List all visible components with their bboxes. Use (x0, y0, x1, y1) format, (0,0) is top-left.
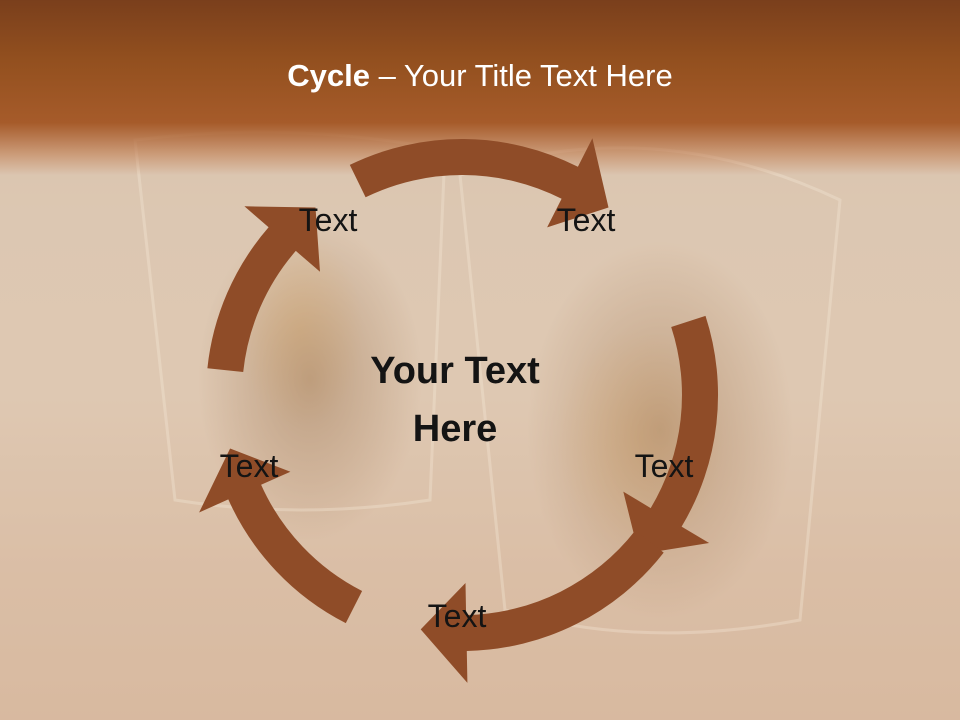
node-label-4: Text (427, 598, 487, 634)
title-bold: Cycle (287, 58, 370, 93)
node-label-1: Text (298, 202, 358, 238)
node-label-2: Text (556, 202, 616, 238)
cycle-arrow-2 (623, 315, 719, 555)
node-label-5: Text (219, 448, 279, 484)
node-label-3: Text (634, 448, 694, 484)
center-text: Your Text Here (370, 350, 540, 450)
cycle-arrow-1 (349, 138, 609, 228)
title-rest: – Your Title Text Here (370, 58, 673, 93)
cycle-arrow-3 (420, 530, 664, 683)
slide-title: Cycle – Your Title Text Here (0, 56, 960, 96)
cycle-arrow-4 (199, 448, 363, 624)
cycle-arrow-5 (207, 206, 320, 372)
